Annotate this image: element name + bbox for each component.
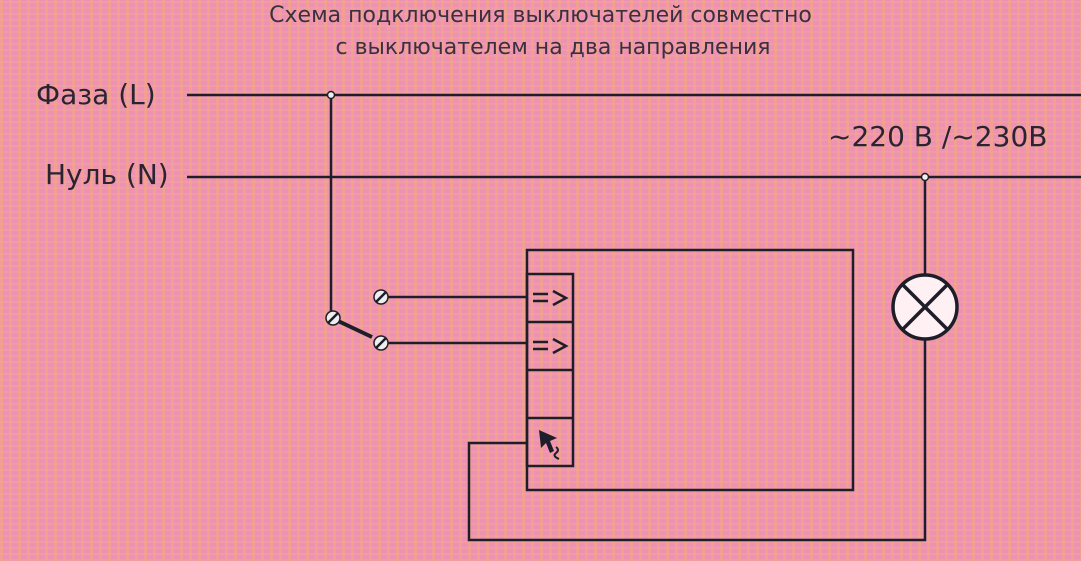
input-arrow-icon-1: [533, 289, 569, 307]
lamp-icon: [891, 273, 959, 341]
load-return-wire: [467, 339, 927, 542]
switch-lever: [335, 318, 373, 339]
diagram-title-line-2: с выключателем на два направления: [335, 35, 771, 60]
diagram-title-line-1: Схема подключения выключателей совместно: [269, 3, 812, 28]
switch-terminal-lower: [373, 335, 389, 351]
input-arrow-icon-2: [533, 337, 569, 355]
neutral-label: Нуль (N): [45, 158, 169, 191]
phase-label: Фаза (L): [36, 78, 156, 111]
pointer-output-icon: [539, 430, 560, 460]
switch-terminal-upper: [373, 289, 389, 305]
device-enclosure: [525, 248, 855, 492]
switch-pivot-terminal: [325, 310, 341, 326]
voltage-label: ~220 В /~230В: [828, 120, 1048, 153]
phase-junction-dot: [326, 90, 336, 100]
neutral-junction-dot: [920, 172, 930, 182]
